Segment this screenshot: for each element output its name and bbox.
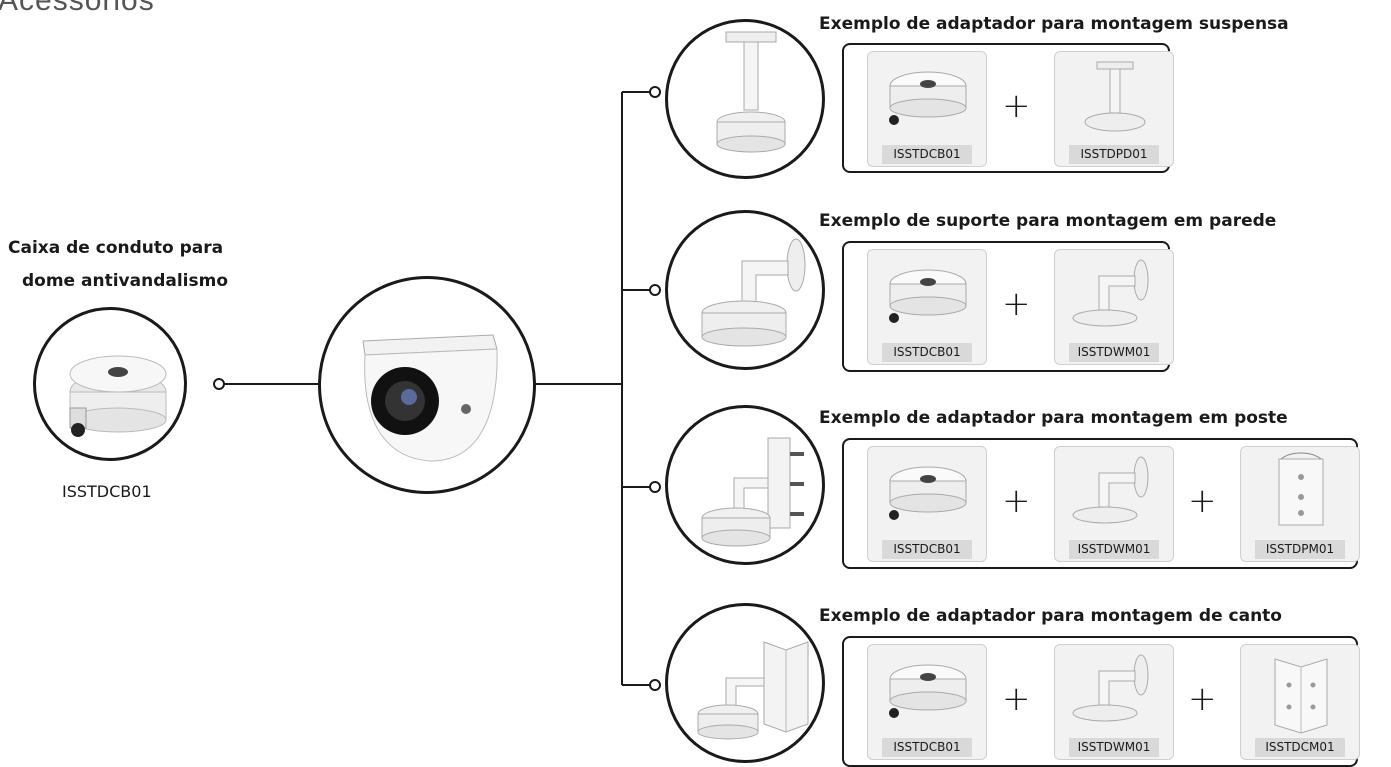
row4-caption: Exemplo de adaptador para montagem de ca… <box>819 606 1282 626</box>
row1-caption: Exemplo de adaptador para montagem suspe… <box>819 14 1289 34</box>
wall-mount-image <box>701 238 806 347</box>
row2-tile-junction-box: ISSTDCB01 <box>867 249 987 365</box>
row4-tile-wall-mount: ISSTDWM01 <box>1054 644 1174 760</box>
row1-circle <box>665 19 825 179</box>
left-code: ISSTDCB01 <box>62 482 152 501</box>
row1-tile-pendant: ISSTDPD01 <box>1054 51 1174 167</box>
row4-code-3: ISSTDCM01 <box>1255 738 1345 757</box>
row1-tile-junction-box: ISSTDCB01 <box>867 51 987 167</box>
row3-tile-wall-mount: ISSTDWM01 <box>1054 446 1174 562</box>
row2-plus-1: + <box>1002 284 1031 324</box>
junction-box-image <box>69 355 167 437</box>
pole-mount-image <box>701 437 804 547</box>
dome-camera-image <box>362 334 498 462</box>
corner-mount-image <box>697 641 809 740</box>
row3-circle <box>665 405 825 565</box>
row4-code-1: ISSTDCB01 <box>882 738 972 757</box>
row4-circle <box>665 603 825 763</box>
junction-box-circle <box>33 307 187 461</box>
row4-tile-junction-box: ISSTDCB01 <box>867 644 987 760</box>
row3-code-2: ISSTDWM01 <box>1069 540 1159 559</box>
row1-plus-1: + <box>1002 86 1031 126</box>
left-caption-line-1: Caixa de conduto para <box>8 238 224 258</box>
row2-tile-wall-mount: ISSTDWM01 <box>1054 249 1174 365</box>
row2-caption: Exemplo de suporte para montagem em pare… <box>819 211 1277 231</box>
row3-tile-pole-mount: ISSTDPM01 <box>1240 446 1360 562</box>
row1-code-2: ISSTDPD01 <box>1069 145 1159 164</box>
left-caption-line-2: dome antivandalismo <box>22 271 229 291</box>
row4-code-2: ISSTDWM01 <box>1069 738 1159 757</box>
row4-plus-1: + <box>1002 679 1031 719</box>
camera-circle <box>318 276 536 494</box>
row3-code-3: ISSTDPM01 <box>1255 540 1345 559</box>
row2-code-2: ISSTDWM01 <box>1069 343 1159 362</box>
row3-caption: Exemplo de adaptador para montagem em po… <box>819 408 1288 428</box>
row2-code-1: ISSTDCB01 <box>882 343 972 362</box>
row3-tile-junction-box: ISSTDCB01 <box>867 446 987 562</box>
row4-tile-corner-mount: ISSTDCM01 <box>1240 644 1360 760</box>
row3-plus-1: + <box>1002 481 1031 521</box>
row4-plus-2: + <box>1188 679 1217 719</box>
pendant-mount-image <box>716 31 786 153</box>
row1-code-1: ISSTDCB01 <box>882 145 972 164</box>
row3-code-1: ISSTDCB01 <box>882 540 972 559</box>
row3-plus-2: + <box>1188 481 1217 521</box>
row2-circle <box>665 210 825 370</box>
page-title: Acessórios <box>0 0 155 17</box>
